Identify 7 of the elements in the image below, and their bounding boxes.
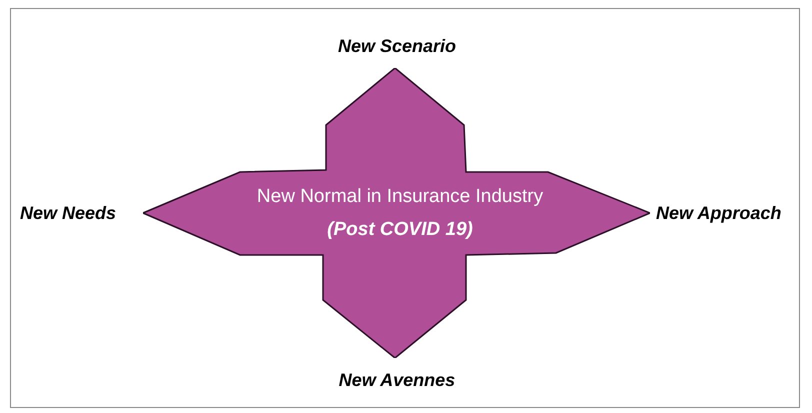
direction-label: New Approach (656, 203, 782, 224)
star-shape (143, 68, 650, 358)
direction-label: New Avennes (338, 370, 456, 391)
node-title: New Normal in Insurance Industry (256, 186, 544, 208)
direction-label: New Needs (20, 203, 116, 224)
direction-label: New Scenario (338, 36, 456, 57)
node-subtitle: (Post COVID 19) (327, 219, 473, 241)
